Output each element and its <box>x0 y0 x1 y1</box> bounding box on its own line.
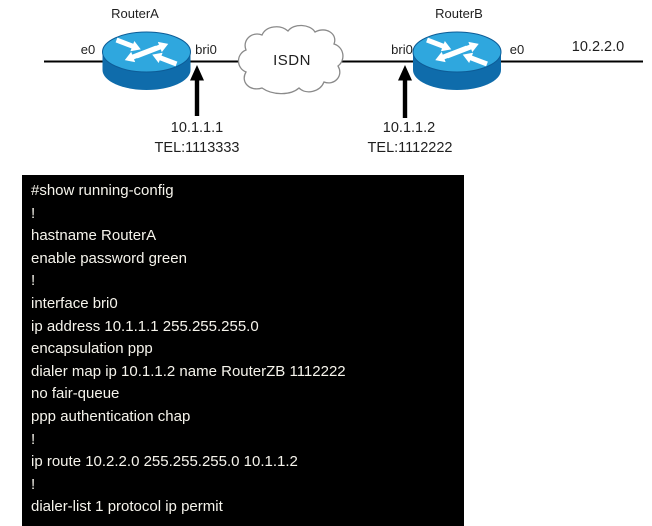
console-line: ip address 10.1.1.1 255.255.255.0 <box>31 317 259 335</box>
console-line: enable password green <box>31 249 187 267</box>
up-arrow-icon <box>190 65 204 116</box>
console-line: dialer-list 1 protocol ip permit <box>31 498 223 516</box>
router-b-name: RouterB <box>435 6 483 21</box>
console-line: interface bri0 <box>31 294 118 312</box>
isdn-cloud-icon <box>237 24 344 95</box>
router-b-bri0-label: bri0 <box>391 42 413 57</box>
console-line: ! <box>31 430 36 448</box>
router-b-tel-label: TEL:1112222 <box>367 140 453 156</box>
console-line: ! <box>31 204 36 222</box>
router-b-ip-label: 10.1.1.2 <box>382 120 436 136</box>
router-a-bri0-label: bri0 <box>195 42 217 57</box>
console-line: ! <box>31 272 36 290</box>
isdn-cloud-label: ISDN <box>273 52 311 69</box>
console-line: no fair-queue <box>31 385 120 403</box>
up-arrow-icon <box>398 65 412 118</box>
console-window: #show running-config! hastname RouterA ena… <box>22 175 464 526</box>
topology-diagram <box>44 24 643 118</box>
console-line: ! <box>31 475 36 493</box>
router-a-tel-label: TEL:1113333 <box>154 140 240 156</box>
router-a-ip-label: 10.1.1.1 <box>170 120 224 136</box>
right-network-label: 10.2.2.0 <box>571 39 625 55</box>
router-a-e0-label: e0 <box>80 42 96 57</box>
console-line: encapsulation ppp <box>31 340 153 358</box>
console-output: #show running-config! hastname RouterA ena… <box>31 180 464 519</box>
console-line: dialer map ip 10.1.1.2 name RouterZB 111… <box>31 362 346 380</box>
console-line: #show running-config <box>31 182 174 199</box>
router-b-e0-label: e0 <box>509 42 525 57</box>
router-icon <box>412 31 502 90</box>
router-a-name: RouterA <box>111 6 159 21</box>
console-line: ppp authentication chap <box>31 407 191 425</box>
console-line: hastname RouterA <box>31 227 157 245</box>
router-icon <box>102 31 191 90</box>
console-line: ip route 10.2.2.0 255.255.255.0 10.1.1.2 <box>31 453 298 471</box>
